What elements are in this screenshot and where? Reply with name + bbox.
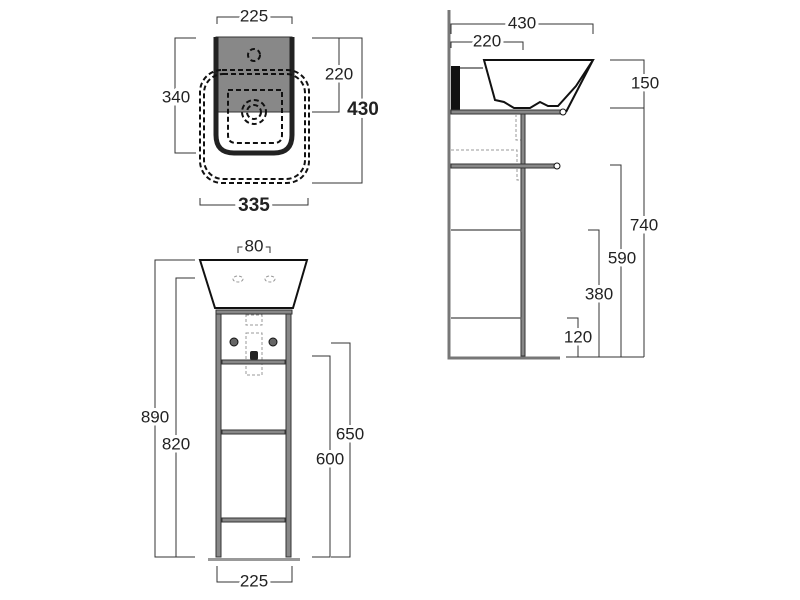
side-basin <box>482 59 595 109</box>
valve-icon <box>268 337 278 347</box>
front-top-bar <box>215 309 293 315</box>
dim-225-bottom: 225 <box>240 571 268 590</box>
dim-220-side: 220 <box>473 31 501 50</box>
dim-600: 600 <box>316 449 344 468</box>
front-shelf-1 <box>221 359 286 365</box>
top-view-basin-inner <box>203 73 306 180</box>
front-leg-left <box>215 313 222 558</box>
dim-430-top: 430 <box>347 99 379 120</box>
dim-120: 120 <box>564 327 592 346</box>
wall-floor <box>447 10 560 360</box>
dim-740: 740 <box>630 215 658 234</box>
valve-icon <box>229 337 239 347</box>
tap-hole-icon <box>232 275 244 283</box>
dim-220-top: 220 <box>325 64 353 83</box>
side-view: 430 220 150 740 590 380 120 <box>447 10 662 360</box>
top-view-basin-outline <box>199 69 310 184</box>
top-view: 225 340 220 430 335 <box>159 3 382 219</box>
top-view-bowl <box>227 89 283 144</box>
dim-380: 380 <box>585 284 613 303</box>
front-shelf-2 <box>221 429 286 435</box>
front-shelf-3 <box>221 517 286 523</box>
drain-icon <box>241 99 267 125</box>
dim-340: 340 <box>162 87 190 106</box>
front-leg-right <box>285 313 292 558</box>
dim-335: 335 <box>238 195 270 216</box>
top-view-frame <box>213 37 295 156</box>
towel-bar <box>450 163 557 169</box>
drain-inner-icon <box>246 104 262 120</box>
drain-trap-icon <box>250 351 258 360</box>
wall-bracket <box>451 66 460 112</box>
side-counter-bar <box>450 109 564 115</box>
tap-hole-icon <box>247 48 261 62</box>
dim-650: 650 <box>336 424 364 443</box>
dim-590: 590 <box>608 248 636 267</box>
dim-890: 890 <box>141 407 169 426</box>
front-view: 80 890 820 650 600 225 <box>138 233 367 593</box>
side-leg <box>520 113 526 357</box>
dim-225-top: 225 <box>240 6 268 25</box>
dim-430-side: 430 <box>508 13 536 32</box>
dim-80: 80 <box>245 236 264 255</box>
dim-150: 150 <box>631 73 659 92</box>
floor <box>208 558 300 561</box>
shelf-lines <box>451 229 522 320</box>
front-basin <box>198 259 309 309</box>
dim-820: 820 <box>162 434 190 453</box>
tap-hole-icon <box>264 275 276 283</box>
